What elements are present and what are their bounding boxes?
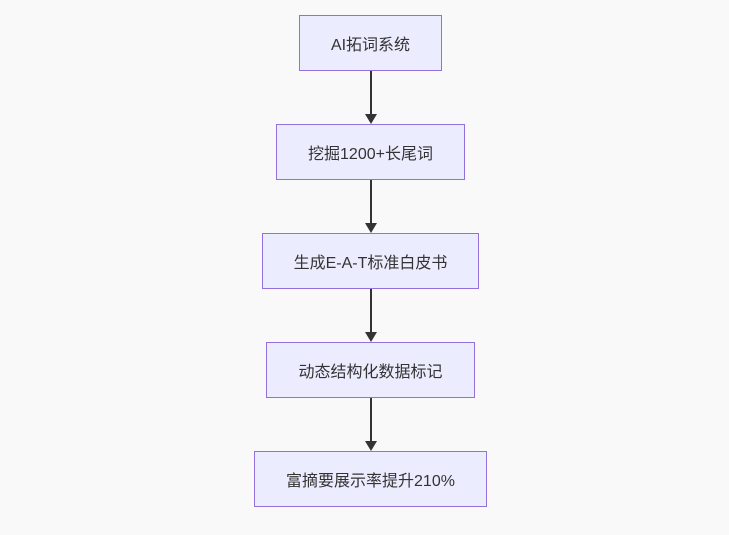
flowchart: AI拓词系统 挖掘1200+长尾词 生成E-A-T标准白皮书 动态结构化数据标记…	[6, 0, 729, 535]
arrow-down-icon	[365, 180, 377, 233]
arrow-down-icon	[365, 71, 377, 124]
flow-node-rich-snippet-result: 富摘要展示率提升210%	[254, 451, 487, 507]
flow-node-structured-data-markup: 动态结构化数据标记	[266, 342, 475, 398]
flow-node-label: 挖掘1200+长尾词	[308, 146, 433, 163]
flow-node-ai-keyword-system: AI拓词系统	[298, 15, 443, 71]
arrow-down-icon	[365, 398, 377, 451]
flow-node-label: 富摘要展示率提升210%	[286, 473, 455, 490]
flow-node-eat-whitepaper: 生成E-A-T标准白皮书	[261, 233, 480, 289]
arrow-down-icon	[365, 289, 377, 342]
flow-node-label: 动态结构化数据标记	[298, 364, 443, 381]
flow-node-label: 生成E-A-T标准白皮书	[293, 255, 448, 272]
flow-node-longtail-mining: 挖掘1200+长尾词	[276, 124, 465, 180]
flow-node-label: AI拓词系统	[330, 37, 411, 54]
